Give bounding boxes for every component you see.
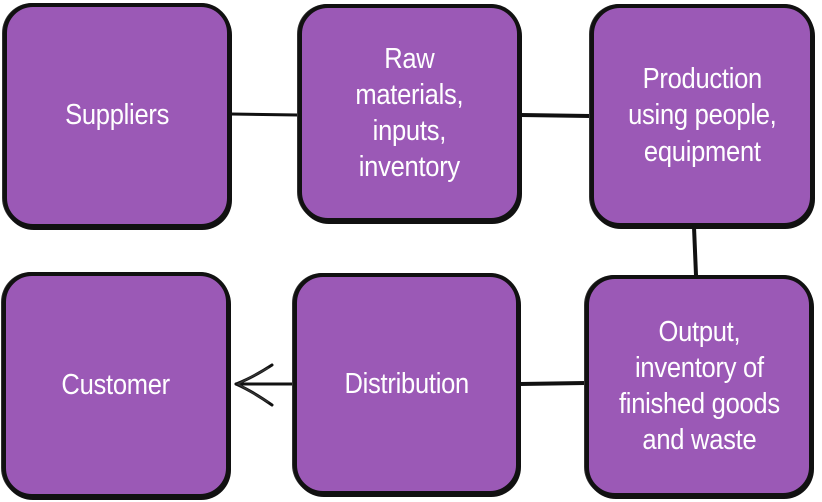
connector-raw-materials-production bbox=[519, 113, 592, 118]
arrowhead-customer-sketch bbox=[236, 367, 269, 403]
raw-materials-box: Raw materials, inputs, inventory bbox=[298, 4, 521, 222]
suppliers-label: Suppliers bbox=[64, 99, 170, 132]
customer-label: Customer bbox=[61, 368, 171, 401]
output-label: Output, inventory of finished goods and … bbox=[618, 315, 780, 457]
suppliers-box: Suppliers bbox=[3, 3, 231, 228]
raw-materials-label: Raw materials, inputs, inventory bbox=[355, 42, 464, 184]
output-box: Output, inventory of finished goods and … bbox=[585, 275, 813, 497]
connector-production-output bbox=[692, 225, 698, 277]
connector-suppliers-raw-materials bbox=[229, 112, 300, 117]
connector-output-distribution bbox=[518, 381, 587, 386]
distribution-box: Distribution bbox=[293, 273, 520, 495]
distribution-label: Distribution bbox=[344, 367, 469, 400]
customer-box: Customer bbox=[2, 272, 230, 498]
production-box: Production using people, equipment bbox=[590, 4, 814, 227]
production-label: Production using people, equipment bbox=[627, 63, 777, 168]
